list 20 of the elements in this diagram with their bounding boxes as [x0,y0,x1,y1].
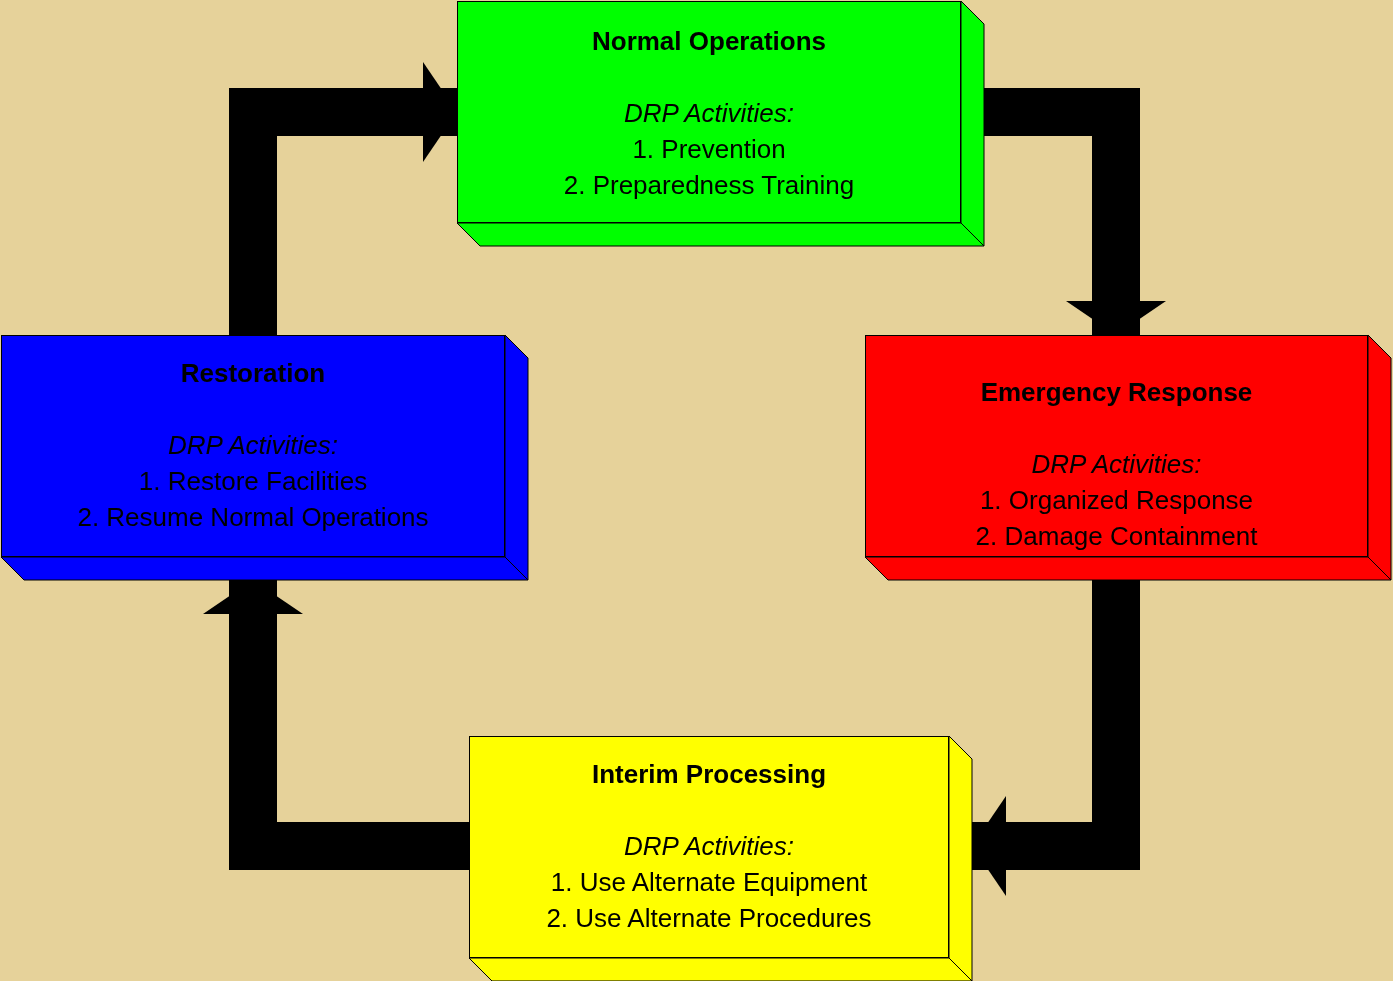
activities-heading: DRP Activities: [624,830,794,863]
box-title: Normal Operations [591,25,827,58]
activities-heading: DRP Activities: [168,429,338,462]
activity-item: 1. Restore Facilities [138,465,368,498]
activities-heading: DRP Activities: [1031,448,1202,481]
arrow [984,88,1166,335]
activity-item: 1. Use Alternate Equipment [550,866,868,899]
box-title: Interim Processing [591,758,827,791]
activities-heading: DRP Activities: [624,97,794,130]
activity-item: 1. Prevention [632,133,786,166]
activity-item: 2. Preparedness Training [563,169,855,202]
activity-item: 1. Organized Response [979,484,1254,517]
arrow [203,580,469,870]
activity-item: 2. Use Alternate Procedures [546,902,872,935]
box-title: Emergency Response [980,376,1253,409]
activity-item: 2. Damage Containment [975,520,1258,553]
arrow [229,62,457,335]
box-title: Restoration [180,357,326,390]
activity-item: 2. Resume Normal Operations [77,501,429,534]
arrow [972,580,1140,896]
